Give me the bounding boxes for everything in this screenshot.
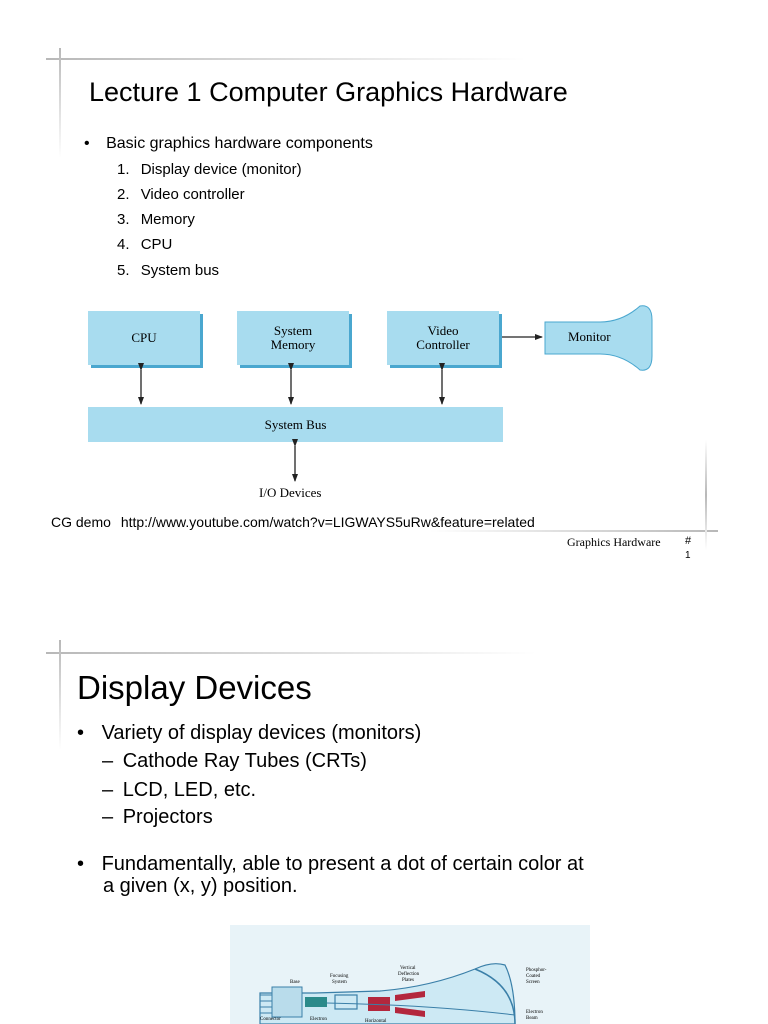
list-label: Video controller — [140, 186, 245, 203]
electron-gun — [305, 997, 327, 1007]
memory-label-line1: System — [273, 323, 313, 339]
list-label: Display device (monitor) — [140, 161, 302, 178]
video-label-line2: Controller — [416, 337, 470, 352]
demo-label: CG demo — [51, 514, 111, 530]
demo-line: CG demo http://www.youtube.com/watch?v=L… — [51, 514, 535, 530]
cpu-box: CPU — [88, 311, 200, 365]
monitor-label: Monitor — [568, 329, 611, 344]
list-item: 4. CPU — [117, 236, 172, 253]
bullet-text-line2: a given (x, y) position. — [103, 875, 298, 897]
slide-1-top-rule — [46, 58, 526, 60]
slide-1-left-rule — [59, 48, 61, 158]
electron-beam — [326, 1002, 516, 1016]
sub-item: – LCD, LED, etc. — [102, 779, 256, 802]
diagram-connectors — [138, 305, 653, 482]
bullet-dot: • — [84, 135, 90, 152]
sub-item: – Cathode Ray Tubes (CRTs) — [102, 750, 367, 773]
slide-2-title: Display Devices — [77, 669, 312, 706]
video-label-line1: Video — [427, 323, 459, 339]
list-item: 5. System bus — [117, 262, 219, 279]
svg-text:Coated: Coated — [526, 974, 541, 979]
bullet-text: Variety of display devices (monitors) — [101, 722, 422, 744]
crt-label-base: Base — [290, 980, 301, 985]
sub-item-text: LCD, LED, etc. — [122, 779, 257, 801]
dash: – — [102, 806, 114, 828]
crt-diagram: Base Focusing System Vertical Deflection… — [230, 925, 590, 1024]
crt-label-horizontal: Horizontal — [365, 1019, 387, 1024]
dash: – — [102, 779, 114, 801]
list-label: Memory — [140, 211, 195, 228]
video-controller-box: Video Controller — [387, 311, 499, 365]
slide-1-bullet: • Basic graphics hardware components — [84, 135, 373, 153]
page-number: 1 — [685, 550, 691, 561]
bullet-dot: • — [77, 853, 85, 875]
demo-link[interactable]: http://www.youtube.com/watch?v=LIGWAYS5u… — [120, 514, 535, 530]
memory-label-line2: Memory — [270, 337, 316, 352]
svg-text:Plates: Plates — [402, 978, 414, 983]
system-memory-box: System Memory — [237, 311, 349, 365]
dash: – — [102, 750, 114, 772]
sub-item: – Projectors — [102, 806, 213, 829]
system-bus-bar: System Bus — [88, 407, 503, 442]
slide-1-footer-rule — [430, 530, 718, 532]
list-item: 3. Memory — [117, 211, 195, 228]
list-number: 5. — [117, 262, 130, 279]
svg-text:Screen: Screen — [526, 980, 540, 985]
list-number: 1. — [117, 161, 130, 178]
svg-text:Deflection: Deflection — [398, 972, 420, 977]
cpu-label: CPU — [131, 330, 157, 346]
bullet-text-line1: Fundamentally, able to present a dot of … — [101, 853, 584, 875]
focusing-system — [334, 994, 358, 1010]
slide-2-left-rule — [59, 640, 61, 750]
crt-label-beam: Electron — [526, 1010, 543, 1015]
crt-label-phosphor: Phosphor- — [526, 968, 547, 973]
io-devices-label: I/O Devices — [259, 485, 322, 500]
crt-label-gun: Electron — [310, 1017, 327, 1022]
slide-2-top-rule — [46, 652, 536, 654]
list-number: 2. — [117, 186, 130, 203]
crt-label-focusing: Focusing — [330, 974, 349, 979]
slide-1-title: Lecture 1 Computer Graphics Hardware — [89, 77, 568, 107]
system-bus-label: System Bus — [264, 416, 327, 432]
vertical-deflection-lower — [395, 1007, 425, 1017]
list-item: 1. Display device (monitor) — [117, 161, 302, 178]
sub-item-text: Cathode Ray Tubes (CRTs) — [122, 750, 367, 772]
bullet-dot: • — [77, 722, 85, 744]
footer-hash: # — [685, 535, 692, 547]
list-label: System bus — [140, 262, 220, 279]
slide-2-bullet-2: • Fundamentally, able to present a dot o… — [77, 853, 584, 897]
vertical-deflection — [395, 991, 425, 1001]
horizontal-deflection — [368, 997, 390, 1011]
svg-text:Beam: Beam — [526, 1016, 538, 1021]
crt-label-connector: Connector — [260, 1017, 281, 1022]
bullet-text: Basic graphics hardware components — [106, 135, 373, 152]
list-number: 3. — [117, 211, 130, 228]
monitor-shape — [544, 305, 653, 371]
slide-2-bullet-1: • Variety of display devices (monitors) — [77, 722, 421, 745]
footer-title: Graphics Hardware — [567, 535, 661, 549]
list-item: 2. Video controller — [117, 186, 245, 203]
list-number: 4. — [117, 236, 130, 253]
crt-base — [271, 986, 303, 1018]
svg-text:System: System — [332, 980, 347, 985]
slide-1-right-rule — [705, 440, 707, 550]
crt-label-vertical: Vertical — [400, 966, 416, 971]
sub-item-text: Projectors — [122, 806, 213, 828]
list-label: CPU — [140, 236, 173, 253]
